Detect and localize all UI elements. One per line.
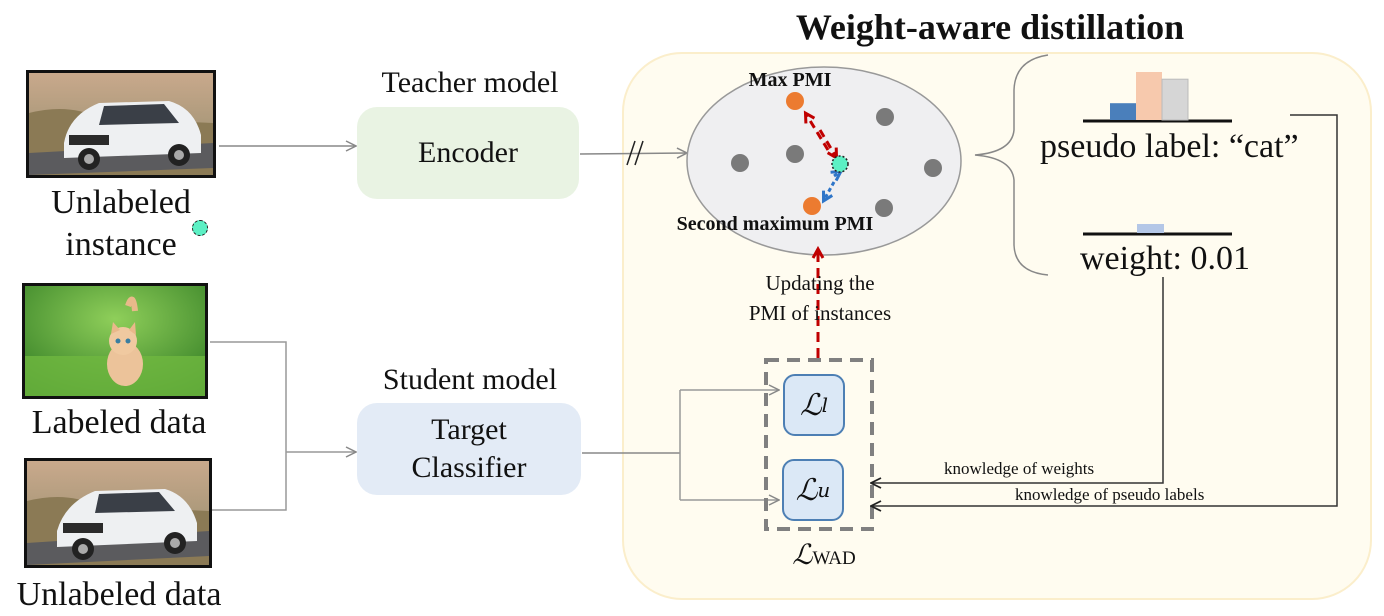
unlabeled-instance-image <box>26 70 216 178</box>
max-pmi-label: Max PMI <box>748 69 832 91</box>
weight-bar <box>1137 224 1164 233</box>
pseudo-labels-feedback-arrow <box>871 114 1338 506</box>
wad-loss-subscript: WAD <box>812 548 856 569</box>
max-pmi-arrow-to-point <box>806 114 830 151</box>
target-classifier-box: Target Classifier <box>357 403 581 495</box>
wad-loss-group-box <box>764 358 874 531</box>
car-photo-icon <box>27 461 209 565</box>
target-classifier-label-line1: Target <box>431 413 507 446</box>
diagram-title: Weight-aware distillation <box>795 7 1185 47</box>
max-pmi-point <box>786 92 804 110</box>
unlabeled-instance-label-line1: Unlabeled <box>51 184 191 221</box>
car-photo-icon <box>29 73 213 175</box>
embedding-point <box>876 108 894 126</box>
second-max-pmi-label: Second maximum PMI <box>676 213 874 235</box>
knowledge-of-weights-label: knowledge of weights <box>944 459 1095 478</box>
embedding-point <box>731 154 749 172</box>
second-pmi-arrow-to-point <box>824 181 836 200</box>
pseudo-label-bar <box>1136 72 1162 120</box>
labeled-data-image <box>22 283 208 399</box>
embedding-point <box>875 199 893 217</box>
pseudo-label-bars <box>1110 72 1189 121</box>
pseudo-label-bar <box>1110 103 1136 120</box>
unlabeled-instance-marker-icon <box>192 220 208 236</box>
labeled-loss-subscript: l <box>821 393 828 417</box>
cat-photo-icon <box>25 286 205 396</box>
stop-gradient-mark-icon <box>626 140 644 166</box>
encoder-box: Encoder <box>357 107 579 199</box>
encoder-label: Encoder <box>418 136 518 169</box>
knowledge-of-pseudo-labels-label: knowledge of pseudo labels <box>1015 485 1205 504</box>
max-pmi-arrow-to-instance <box>818 129 836 157</box>
target-classifier-label-line2: Classifier <box>411 451 527 484</box>
teacher-model-heading: Teacher model <box>381 66 559 99</box>
student-model-heading: Student model <box>382 363 558 396</box>
unlabeled-loss-subscript: u <box>817 478 831 502</box>
embedding-points <box>731 92 942 217</box>
curly-brace-icon <box>974 54 1049 276</box>
pseudo-label-bar <box>1161 78 1189 121</box>
encoder-to-embedding-arrow <box>579 153 687 154</box>
wad-loss-label: ℒWAD <box>774 538 874 571</box>
weights-feedback-arrow <box>871 277 1164 483</box>
update-note-line1: Updating the <box>765 271 875 295</box>
unlabeled-data-label: Unlabeled data <box>16 576 222 613</box>
wad-loss-symbol: ℒ <box>792 538 813 571</box>
unlabeled-loss-symbol: ℒ <box>795 472 818 508</box>
data-merge-connector <box>210 341 287 511</box>
labeled-loss-symbol: ℒ <box>799 387 822 423</box>
labeled-data-label: Labeled data <box>31 404 207 441</box>
unlabeled-data-image <box>24 458 212 568</box>
weight-text: weight: 0.01 <box>1080 240 1250 277</box>
unlabeled-instance-point <box>831 155 849 173</box>
embedding-point <box>786 145 804 163</box>
second-pmi-arrow-to-instance <box>834 172 840 176</box>
embedding-point <box>924 159 942 177</box>
second-max-pmi-point <box>803 197 821 215</box>
unlabeled-instance-label-line2: instance <box>65 226 177 263</box>
pseudo-label-text: pseudo label: “cat” <box>1040 128 1299 165</box>
update-note-line2: PMI of instances <box>748 301 892 325</box>
